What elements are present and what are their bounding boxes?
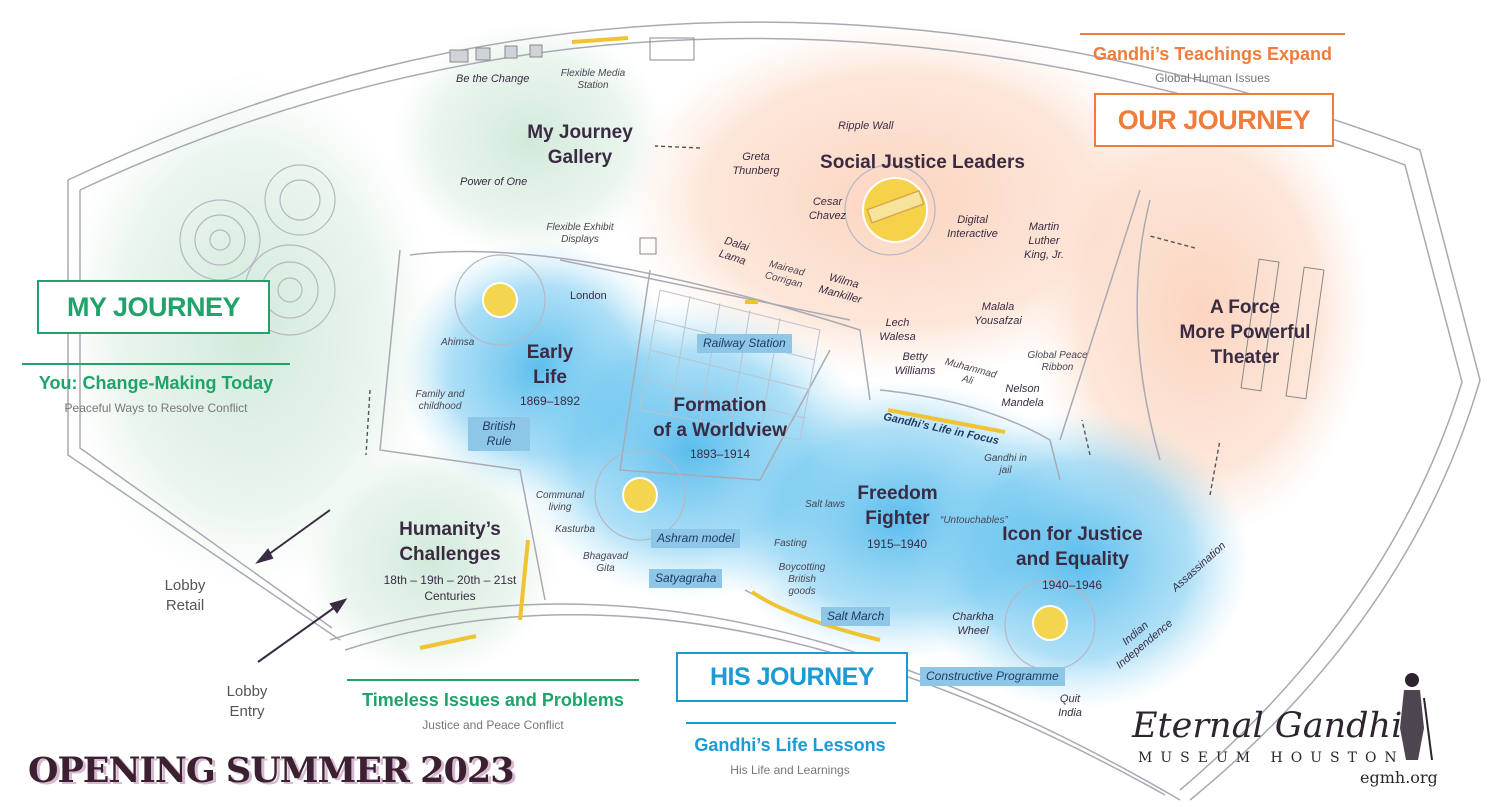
- furniture-marks: [449, 37, 1325, 400]
- charkha-label: Charkha Wheel: [952, 611, 994, 637]
- change-making-subtitle: Peaceful Ways to Resolve Conflict: [64, 401, 248, 415]
- quit-india-label: Quit India: [1058, 693, 1082, 719]
- power-of-one-label: Power of One: [460, 176, 528, 188]
- lobby-retail-label: Lobby Retail: [164, 577, 206, 614]
- mlk-label: Martin Luther King, Jr.: [1024, 221, 1064, 261]
- freedom-fighter-label: Freedom Fighter: [857, 483, 938, 529]
- peace-ribbon-label: Global Peace Ribbon: [1027, 350, 1088, 373]
- timeless-title: Timeless Issues and Problems: [362, 690, 624, 710]
- boycott-label: Boycotting British goods: [778, 562, 826, 597]
- freedom-years: 1915–1940: [866, 537, 928, 551]
- timeless-subtitle: Justice and Peace Conflict: [422, 718, 564, 732]
- london-label: London: [570, 290, 607, 302]
- humanity-label: Humanity’s Challenges: [399, 519, 501, 565]
- early-life-label: Early Life: [526, 342, 574, 388]
- betty-label: Betty Williams: [894, 351, 936, 377]
- satyagraha-tag: Satyagraha: [649, 569, 723, 588]
- nelson-label: Nelson Mandela: [1001, 383, 1044, 409]
- logo-name: Eternal Gandhi: [1132, 706, 1403, 746]
- direction-arrows: [365, 145, 1221, 496]
- be-the-change-label: Be the Change: [456, 73, 530, 85]
- lobby-arrows: [255, 509, 348, 663]
- lech-label: Lech Walesa: [879, 317, 916, 343]
- gandhi-figure-logo-icon: [1400, 673, 1433, 761]
- life-lessons-subtitle: His Life and Learnings: [730, 763, 850, 777]
- his-journey-rule: [686, 722, 896, 724]
- railway-station-tag: Railway Station: [697, 334, 792, 353]
- bhagavad-label: Bhagavad Gita: [582, 551, 629, 574]
- his-journey-box: HIS JOURNEY: [676, 652, 908, 702]
- ashram-model-tag: Ashram model: [651, 529, 741, 548]
- ahimsa-label: Ahimsa: [441, 337, 475, 348]
- ripple-wall-label: Ripple Wall: [838, 120, 894, 132]
- formation-years: 1893–1914: [689, 447, 751, 461]
- digital-interactive-label: Digital Interactive: [947, 214, 998, 240]
- early-life-years: 1869–1892: [519, 394, 581, 408]
- salt-laws-label: Salt laws: [805, 499, 846, 510]
- force-theater-label: A Force More Powerful Theater: [1179, 297, 1311, 368]
- my-journey-rule: [22, 363, 290, 365]
- social-justice-label: Social Justice Leaders: [820, 152, 1025, 173]
- malala-label: Malala Yousafzai: [974, 301, 1022, 327]
- communal-label: Communal living: [535, 490, 585, 513]
- cesar-label: Cesar Chavez: [808, 196, 847, 222]
- family-label: Family and childhood: [415, 389, 465, 412]
- humanity-years: 18th – 19th – 20th – 21st Centuries: [383, 573, 517, 603]
- interactive-circles: [179, 164, 1096, 671]
- light-bulb-icons: [482, 177, 1068, 641]
- british-rule-tag: British Rule: [468, 417, 530, 451]
- kasturba-label: Kasturba: [555, 524, 596, 535]
- logo-url: egmh.org: [1360, 768, 1438, 787]
- icon-justice-label: Icon for Justice and Equality: [1002, 524, 1143, 570]
- yellow-wall-strips: [419, 36, 1006, 650]
- our-journey-box: OUR JOURNEY: [1094, 93, 1334, 147]
- teachings-title: Gandhi’s Teachings Expand: [1092, 44, 1333, 64]
- formation-label: Formation of a Worldview: [653, 395, 787, 441]
- salt-march-tag: Salt March: [821, 607, 891, 626]
- change-making-title: You: Change-Making Today: [38, 373, 274, 393]
- greta-label: Greta Thunberg: [732, 151, 780, 177]
- railway-grid: [639, 289, 821, 441]
- lobby-entry-label: Lobby Entry: [226, 683, 268, 720]
- fasting-label: Fasting: [774, 538, 807, 549]
- flexible-media-label: Flexible Media Station: [560, 68, 626, 91]
- gandhi-jail-label: Gandhi in jail: [984, 453, 1027, 476]
- constructive-programme-tag: Constructive Programme: [920, 667, 1065, 686]
- teachings-subtitle: Global Human Issues: [1155, 71, 1270, 85]
- icon-years: 1940–1946: [1041, 578, 1103, 592]
- logo-subtitle: MUSEUM HOUSTON: [1138, 750, 1405, 766]
- timeless-rule: [347, 679, 639, 681]
- bench-icon: [866, 189, 925, 224]
- untouchables-label: “Untouchables”: [940, 515, 1008, 526]
- opening-summer-banner: OPENING SUMMER 2023: [28, 750, 515, 791]
- my-journey-gallery-label: My Journey Gallery: [527, 122, 633, 168]
- our-journey-rule: [1080, 33, 1345, 35]
- life-lessons-title: Gandhi’s Life Lessons: [694, 735, 886, 755]
- flexible-exhibit-label: Flexible Exhibit Displays: [546, 222, 614, 245]
- my-journey-box: MY JOURNEY: [37, 280, 270, 334]
